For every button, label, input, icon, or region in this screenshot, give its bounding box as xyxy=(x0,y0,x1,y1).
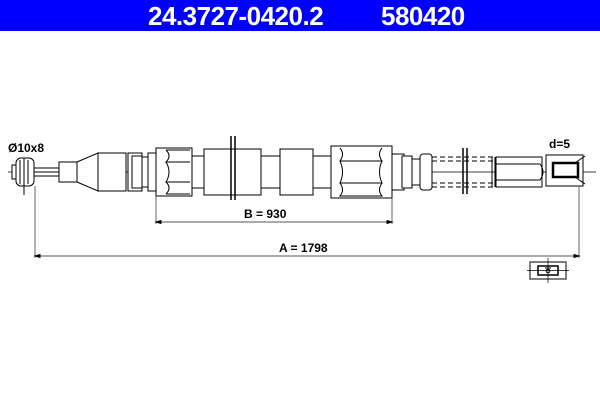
reference-number: 580420 xyxy=(381,1,465,31)
left-end-diameter-label: Ø10x8 xyxy=(8,141,44,155)
cable-eye-end-icon xyxy=(545,154,586,187)
cable-end-nipple-icon xyxy=(11,157,35,195)
right-end-hole-label: d=5 xyxy=(549,137,570,151)
part-number: 24.3727-0420.2 xyxy=(148,1,324,31)
dimension-b-label: B = 930 xyxy=(244,207,287,221)
title-bar: 24.3727-0420.2 580420 xyxy=(0,0,600,31)
dimension-a-label: A = 1798 xyxy=(279,241,328,255)
bracket-end-view-icon xyxy=(527,258,569,283)
